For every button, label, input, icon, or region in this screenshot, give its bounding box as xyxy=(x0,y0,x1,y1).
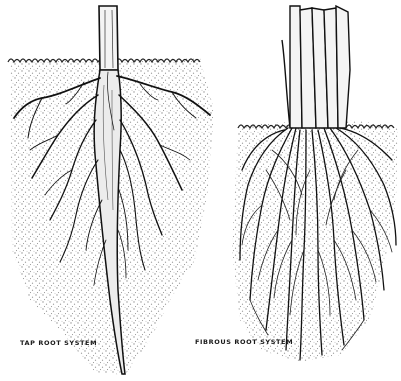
tap-root-illustration xyxy=(8,6,214,375)
fibrous-root-illustration xyxy=(232,6,398,362)
tap-root-caption: TAP ROOT SYSTEM xyxy=(20,339,97,347)
fibrous-soil-stipple xyxy=(232,120,398,362)
fibrous-stems xyxy=(282,6,350,128)
tap-stem xyxy=(99,6,118,70)
fibrous-root-caption: FIBROUS ROOT SYSTEM xyxy=(195,338,293,346)
